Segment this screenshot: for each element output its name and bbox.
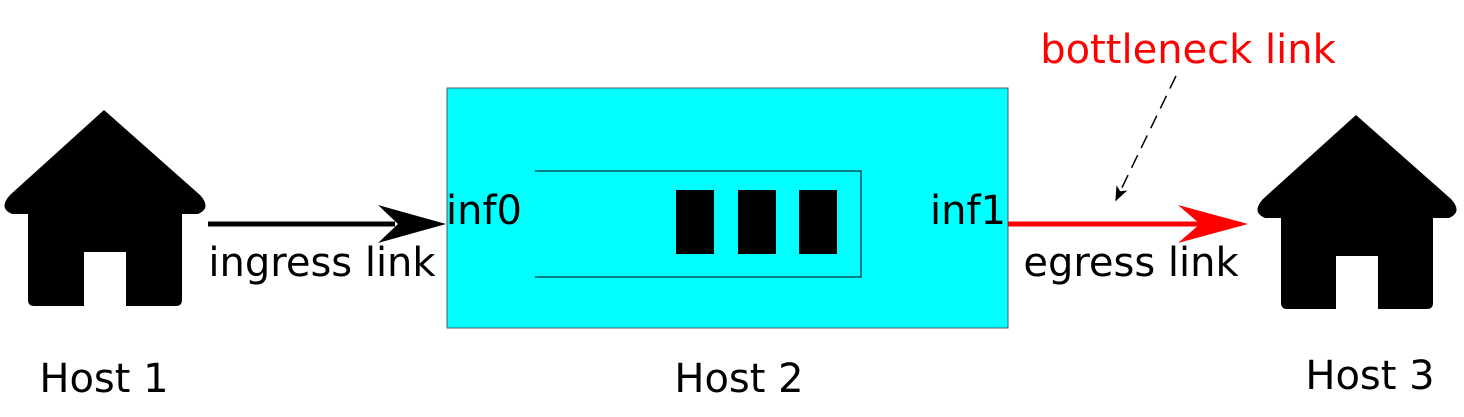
egress-link-label: egress link — [1023, 240, 1239, 286]
ingress-arrow — [208, 205, 446, 243]
queue-packet — [799, 190, 837, 254]
host2-box — [446, 87, 1009, 329]
host2-label: Host 2 — [674, 356, 803, 402]
queue-packet — [738, 190, 776, 254]
ingress-link-label: ingress link — [208, 240, 436, 286]
host3-house-icon — [1257, 115, 1457, 309]
inf1-label: inf1 — [930, 188, 1006, 234]
egress-arrow — [1008, 205, 1248, 243]
host1-label: Host 1 — [39, 356, 168, 402]
host3-label: Host 3 — [1305, 353, 1434, 399]
bottleneck-pointer-arrow — [1115, 75, 1177, 202]
queue-packet — [676, 190, 714, 254]
inf0-label: inf0 — [446, 188, 522, 234]
bottleneck-label: bottleneck link — [1040, 27, 1336, 73]
host1-house-icon — [4, 110, 206, 306]
queue-buffer — [535, 170, 862, 278]
